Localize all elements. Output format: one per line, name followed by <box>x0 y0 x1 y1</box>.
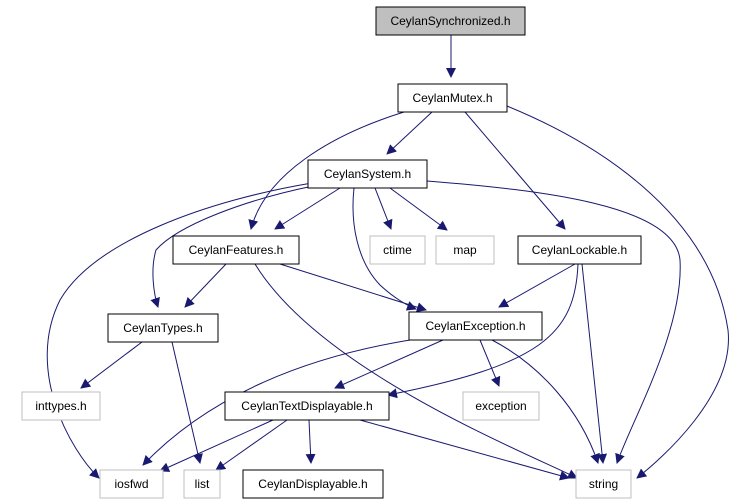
node-list: list <box>183 469 221 499</box>
node-exception: exception <box>462 391 540 421</box>
node-string: string <box>575 469 632 499</box>
node-textdisp[interactable]: CeylanTextDisplayable.h <box>224 391 390 421</box>
edge-mutex-to-system <box>386 111 433 155</box>
file-nodes: CeylanSynchronized.hCeylanMutex.hCeylanS… <box>21 6 642 499</box>
node-box-synchronized <box>375 6 526 36</box>
node-label-string: string <box>589 477 618 491</box>
edge-system-to-map <box>389 187 448 231</box>
node-label-list: list <box>195 477 210 491</box>
node-label-textdisp: CeylanTextDisplayable.h <box>241 399 372 413</box>
node-label-synchronized: CeylanSynchronized.h <box>390 14 510 28</box>
node-label-map: map <box>453 243 477 257</box>
node-system[interactable]: CeylanSystem.h <box>307 159 428 189</box>
node-label-ctime: ctime <box>383 243 412 257</box>
edge-mutex-to-features <box>248 111 405 230</box>
edge-textdisp-to-displayable <box>305 419 316 464</box>
edge-system-to-iosfwd <box>46 182 313 479</box>
node-box-displayable <box>242 469 384 499</box>
node-mutex[interactable]: CeylanMutex.h <box>397 83 508 113</box>
node-box-iosfwd <box>99 469 164 499</box>
edge-exception_h-to-iosfwd <box>142 336 431 466</box>
node-lockable[interactable]: CeylanLockable.h <box>517 235 642 265</box>
edge-lockable-to-exception_h <box>498 263 576 308</box>
node-displayable[interactable]: CeylanDisplayable.h <box>242 469 384 499</box>
node-label-iosfwd: iosfwd <box>114 477 148 491</box>
node-box-features <box>172 235 300 265</box>
edge-lockable-to-textdisp <box>387 263 579 399</box>
edge-features-to-exception_h <box>279 263 427 313</box>
node-synchronized[interactable]: CeylanSynchronized.h <box>375 6 526 36</box>
edge-textdisp-to-string <box>359 419 570 481</box>
edge-system-to-ctime <box>374 187 393 230</box>
node-box-textdisp <box>224 391 390 421</box>
edge-mutex-to-string <box>506 105 729 479</box>
node-label-lockable: CeylanLockable.h <box>532 243 627 257</box>
node-label-mutex: CeylanMutex.h <box>412 91 492 105</box>
node-iosfwd: iosfwd <box>99 469 164 499</box>
node-map: map <box>435 235 495 265</box>
node-exception_h[interactable]: CeylanException.h <box>408 311 543 341</box>
node-label-exception_h: CeylanException.h <box>425 319 525 333</box>
node-label-exception: exception <box>475 399 526 413</box>
edge-mutex-to-lockable <box>464 111 566 230</box>
node-box-mutex <box>397 83 508 113</box>
node-box-map <box>435 235 495 265</box>
node-features[interactable]: CeylanFeatures.h <box>172 235 300 265</box>
node-label-inttypes: inttypes.h <box>35 399 86 413</box>
edge-exception_h-to-exception <box>479 339 501 387</box>
node-box-exception_h <box>408 311 543 341</box>
edge-system-to-types <box>150 185 314 308</box>
edge-system-to-features <box>274 187 341 230</box>
node-box-ctime <box>369 235 426 265</box>
node-label-system: CeylanSystem.h <box>324 167 411 181</box>
node-box-types <box>107 313 219 343</box>
edge-textdisp-to-iosfwd <box>159 419 274 472</box>
node-box-inttypes <box>21 391 101 421</box>
node-box-exception <box>462 391 540 421</box>
edge-lockable-to-string <box>581 263 608 464</box>
dependency-edges <box>46 35 729 481</box>
node-inttypes: inttypes.h <box>21 391 101 421</box>
node-ctime: ctime <box>369 235 426 265</box>
edge-features-to-types <box>184 263 227 308</box>
edge-features-to-string <box>254 263 578 479</box>
node-box-list <box>183 469 221 499</box>
node-types[interactable]: CeylanTypes.h <box>107 313 219 343</box>
node-box-string <box>575 469 632 499</box>
edge-types-to-list <box>171 341 203 464</box>
edge-textdisp-to-list <box>215 419 288 471</box>
node-label-types: CeylanTypes.h <box>123 321 202 335</box>
node-box-lockable <box>517 235 642 265</box>
edge-exception_h-to-textdisp <box>334 339 444 389</box>
node-label-features: CeylanFeatures.h <box>189 243 284 257</box>
node-label-displayable: CeylanDisplayable.h <box>258 477 367 491</box>
edge-exception_h-to-string <box>491 339 600 464</box>
node-box-system <box>307 159 428 189</box>
edge-system-to-string <box>426 180 681 464</box>
edge-types-to-inttypes <box>80 341 143 389</box>
